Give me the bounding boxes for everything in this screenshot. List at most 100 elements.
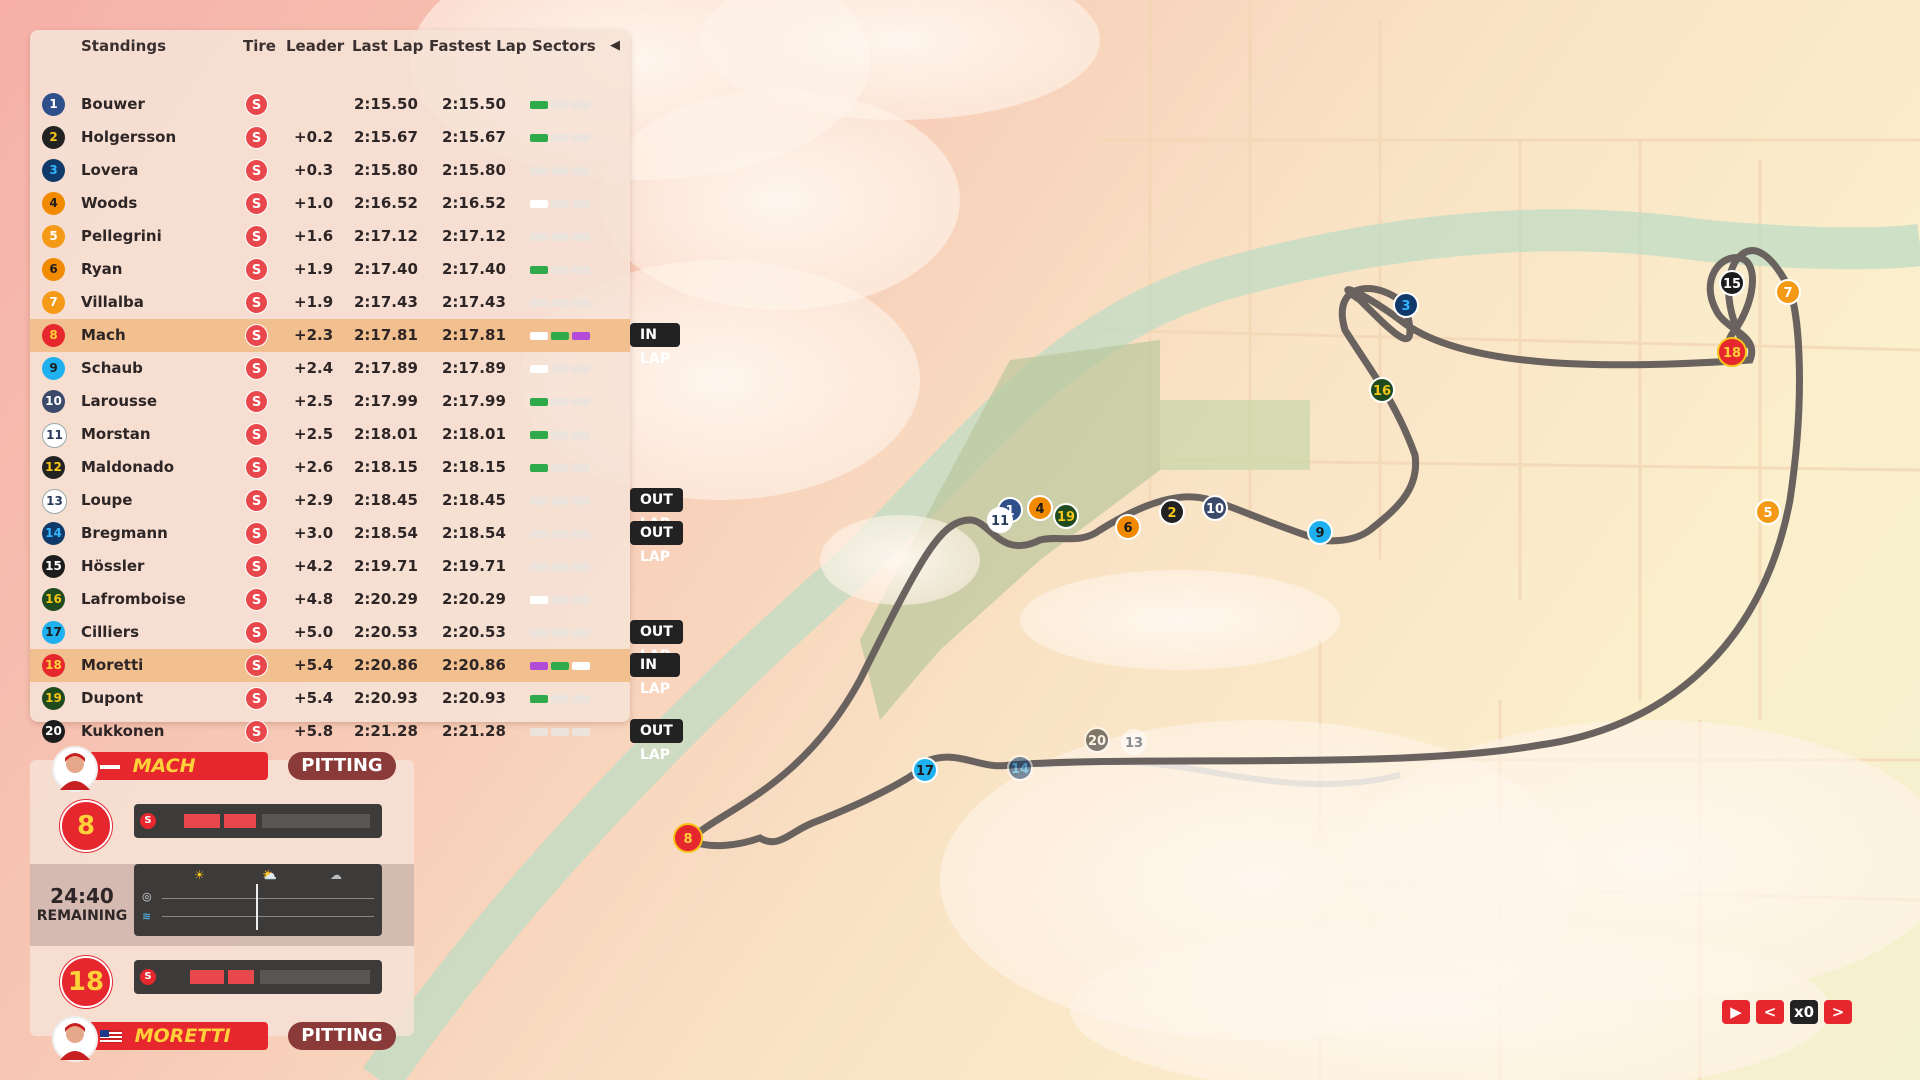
car-marker-14[interactable]: 14	[1007, 755, 1033, 781]
collapse-arrow-icon[interactable]: ◀	[610, 38, 620, 53]
car-marker-17[interactable]: 17	[912, 757, 938, 783]
play-button[interactable]: ▶	[1722, 1000, 1750, 1024]
fastest-lap-time: 2:18.15	[442, 458, 506, 476]
sector-indicator	[530, 497, 548, 505]
car-marker-number: 3	[1401, 299, 1410, 314]
sector-indicator	[551, 497, 569, 505]
driver-name: Loupe	[81, 491, 133, 509]
weather-forecast-graph: ☀ ⛅ ☁ ◎ ≋	[134, 864, 382, 936]
sector-indicator	[530, 134, 548, 142]
car-marker-15[interactable]: 15	[1719, 270, 1745, 296]
driver-name: Maldonado	[81, 458, 175, 476]
last-lap-time: 2:15.67	[354, 128, 418, 146]
driver-name: Ryan	[81, 260, 123, 278]
car-marker-16[interactable]: 16	[1369, 377, 1395, 403]
tire-compound-icon: S	[245, 357, 268, 380]
car-marker-5[interactable]: 5	[1755, 499, 1781, 525]
fastest-lap-time: 2:21.28	[442, 722, 506, 740]
sector-indicator	[551, 101, 569, 109]
leader-gap: +5.8	[294, 722, 334, 740]
car-marker-3[interactable]: 3	[1393, 292, 1419, 318]
driver-name: Mach	[81, 326, 126, 344]
sector-indicator	[572, 596, 590, 604]
car-marker-7[interactable]: 7	[1775, 279, 1801, 305]
fastest-lap-time: 2:17.89	[442, 359, 506, 377]
car-marker-18[interactable]: 18	[1717, 337, 1747, 367]
last-lap-time: 2:17.99	[354, 392, 418, 410]
car-marker-9[interactable]: 9	[1307, 519, 1333, 545]
faster-button[interactable]: >	[1824, 1000, 1852, 1024]
leader-gap: +2.3	[294, 326, 334, 344]
position-badge: 4	[42, 192, 65, 215]
position-badge: 19	[42, 687, 65, 710]
tire-compound-icon: S	[245, 126, 268, 149]
car-marker-number: 13	[1125, 736, 1143, 751]
car-marker-4[interactable]: 4	[1027, 495, 1053, 521]
car-marker-number: 11	[991, 514, 1009, 529]
header-tire: Tire	[243, 37, 276, 55]
position-badge: 3	[42, 159, 65, 182]
driver-banner-bottom[interactable]: MORETTI	[88, 1022, 268, 1050]
sector-indicator	[551, 431, 569, 439]
pitting-badge-bottom: PITTING	[288, 1022, 396, 1050]
car-marker-6[interactable]: 6	[1115, 514, 1141, 540]
fastest-lap-time: 2:20.29	[442, 590, 506, 608]
sector-indicator	[572, 266, 590, 274]
car-marker-number: 20	[1088, 734, 1106, 749]
driver-name: Hössler	[81, 557, 145, 575]
slower-button[interactable]: <	[1756, 1000, 1784, 1024]
sector-indicator	[572, 728, 590, 736]
car-marker-number: 16	[1373, 384, 1391, 399]
car-marker-10[interactable]: 10	[1202, 495, 1228, 521]
fastest-lap-time: 2:17.12	[442, 227, 506, 245]
car-marker-number: 9	[1315, 526, 1324, 541]
sector-indicator	[551, 365, 569, 373]
tire-compound-icon: S	[245, 720, 268, 743]
sector-indicator	[572, 101, 590, 109]
sector-indicator	[551, 530, 569, 538]
car-marker-8[interactable]: 8	[673, 823, 703, 853]
tire-compound-icon: S	[245, 390, 268, 413]
car-marker-number: 4	[1035, 502, 1044, 517]
leader-gap: +2.4	[294, 359, 334, 377]
sector-indicator	[530, 332, 548, 340]
sector-indicator	[530, 101, 548, 109]
car-marker-13[interactable]: 13	[1121, 729, 1147, 755]
car-marker-11[interactable]: 11	[987, 507, 1013, 533]
cloud-icon: ☁	[330, 868, 342, 882]
lap-status-badge: IN LAP	[630, 323, 681, 367]
last-lap-time: 2:18.01	[354, 425, 418, 443]
last-lap-time: 2:15.80	[354, 161, 418, 179]
car-marker-19[interactable]: 19	[1053, 503, 1079, 529]
driver-banner-top[interactable]: MACH	[88, 752, 268, 780]
car-marker-2[interactable]: 2	[1159, 499, 1185, 525]
tire-compound-icon: S	[245, 489, 268, 512]
car-number-bottom: 18	[60, 956, 112, 1008]
fastest-lap-time: 2:19.71	[442, 557, 506, 575]
car-marker-20[interactable]: 20	[1084, 727, 1110, 753]
leader-gap: +0.3	[294, 161, 334, 179]
header-sectors: Sectors	[532, 37, 596, 55]
sector-indicator	[530, 299, 548, 307]
lap-status-badge: OUT LAP	[630, 620, 683, 664]
